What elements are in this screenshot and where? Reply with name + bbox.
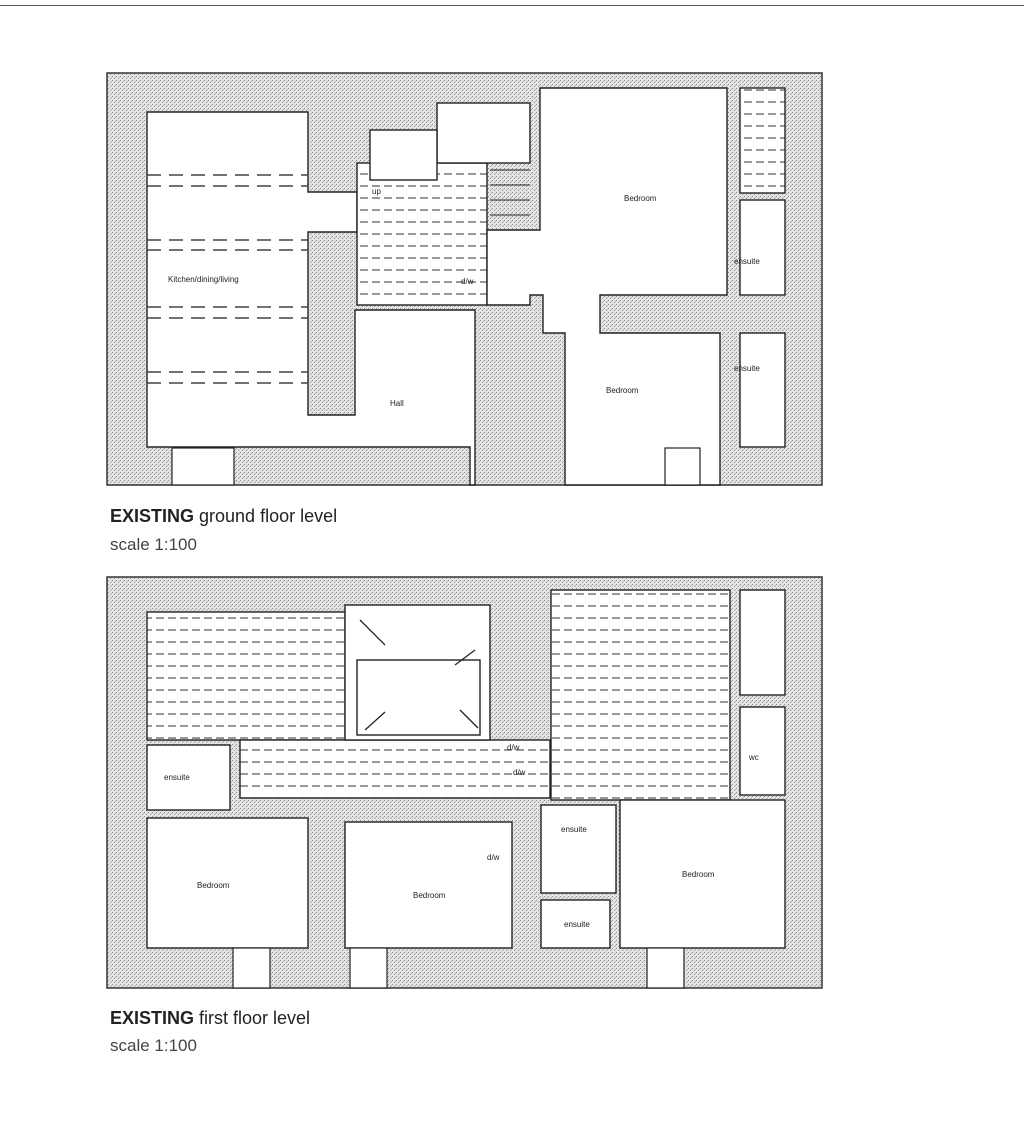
title-bold: EXISTING [110,1008,195,1028]
label-dw: d/w [513,768,526,777]
label-ensuite: ensuite [164,773,190,782]
ensuite-top-room [739,199,786,296]
label-dw: d/w [487,853,500,862]
label-bedroom: Bedroom [682,870,715,879]
label-bedroom: Bedroom [606,386,639,395]
stair-treads [490,169,530,216]
skylight [739,589,786,696]
stair-landing [369,129,438,181]
label-bedroom: Bedroom [624,194,657,203]
label-ensuite: ensuite [734,257,760,266]
bedroom-middle-room [344,821,513,949]
label-ensuite: ensuite [564,920,590,929]
first-floor-title: EXISTING first floor level [110,1008,310,1029]
window [664,447,701,486]
title-rest: ground floor level [194,506,338,526]
wc-room [739,706,786,796]
upper-stair [436,102,531,164]
label-hall: Hall [390,399,404,408]
label-ensuite: ensuite [561,825,587,834]
bedroom-right-room [619,799,786,949]
label-dw: d/w [461,277,474,286]
label-ensuite: ensuite [734,364,760,373]
first-floor-plan: ensuite Bedroom Bedroom Bedroom ensuite … [106,576,823,989]
title-bold: EXISTING [110,506,195,526]
label-bedroom: Bedroom [197,881,230,890]
roof-beam-dashes [147,174,308,384]
first-floor-scale: scale 1:100 [110,1036,197,1055]
label-kitchen: Kitchen/dining/living [168,275,239,284]
landing-hatch [239,739,551,799]
ensuite-mid-bottom-room [540,899,611,949]
label-wc: wc [748,753,759,762]
label-bedroom: Bedroom [413,891,446,900]
ensuite-mid-top-room [540,804,617,894]
corridor [486,87,728,486]
kitchen-room [146,111,476,486]
title-rest: first floor level [194,1008,311,1028]
label-dw: d/w [507,743,520,752]
void-diagonals [359,619,479,731]
window [232,947,271,989]
window [349,947,388,989]
ensuite-left-room [146,744,231,811]
ground-floor-scale: scale 1:100 [110,535,197,554]
label-up: up [372,187,381,196]
roof-hatch-right [550,589,731,801]
ensuite-top-hatch [739,87,786,194]
bedroom-left-room [146,817,309,949]
window [171,447,235,486]
top-border-line [0,5,1024,6]
ensuite-bottom-room [739,332,786,448]
ground-floor-title: EXISTING ground floor level [110,506,337,527]
roof-hatch-left [146,611,346,741]
ground-floor-plan: Kitchen/dining/living Hall Bedroom Bedro… [106,72,823,486]
stair-void [356,659,481,736]
window [646,947,685,989]
